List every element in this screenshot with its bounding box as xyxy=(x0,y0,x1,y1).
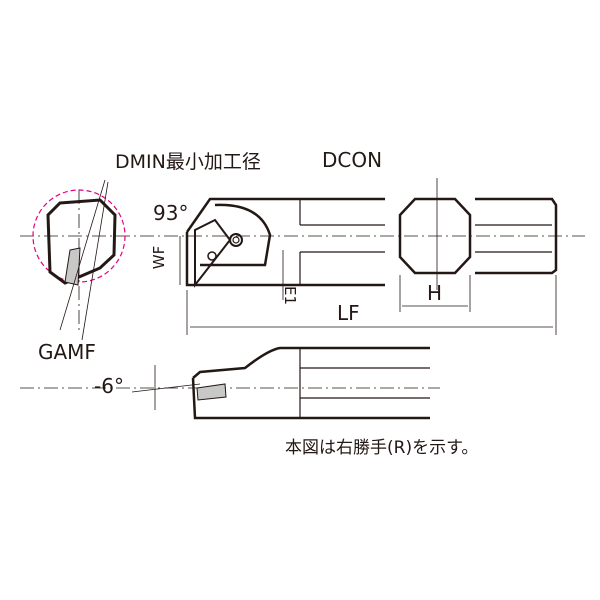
dmin-circle xyxy=(32,189,126,283)
angle-neg6-label: -6° xyxy=(94,374,124,398)
h-label: H xyxy=(427,281,443,305)
e1-label: E1 xyxy=(281,285,300,306)
handedness-note: 本図は右勝手(R)を示す。 xyxy=(285,438,479,458)
angle-93-label: 93° xyxy=(153,201,189,225)
gamf-label: GAMF xyxy=(38,340,96,364)
lf-label: LF xyxy=(337,301,360,325)
dmin-label: DMIN最小加工径 xyxy=(115,151,261,173)
dcon-label: DCON xyxy=(322,148,383,172)
wf-label: WF xyxy=(150,245,169,270)
